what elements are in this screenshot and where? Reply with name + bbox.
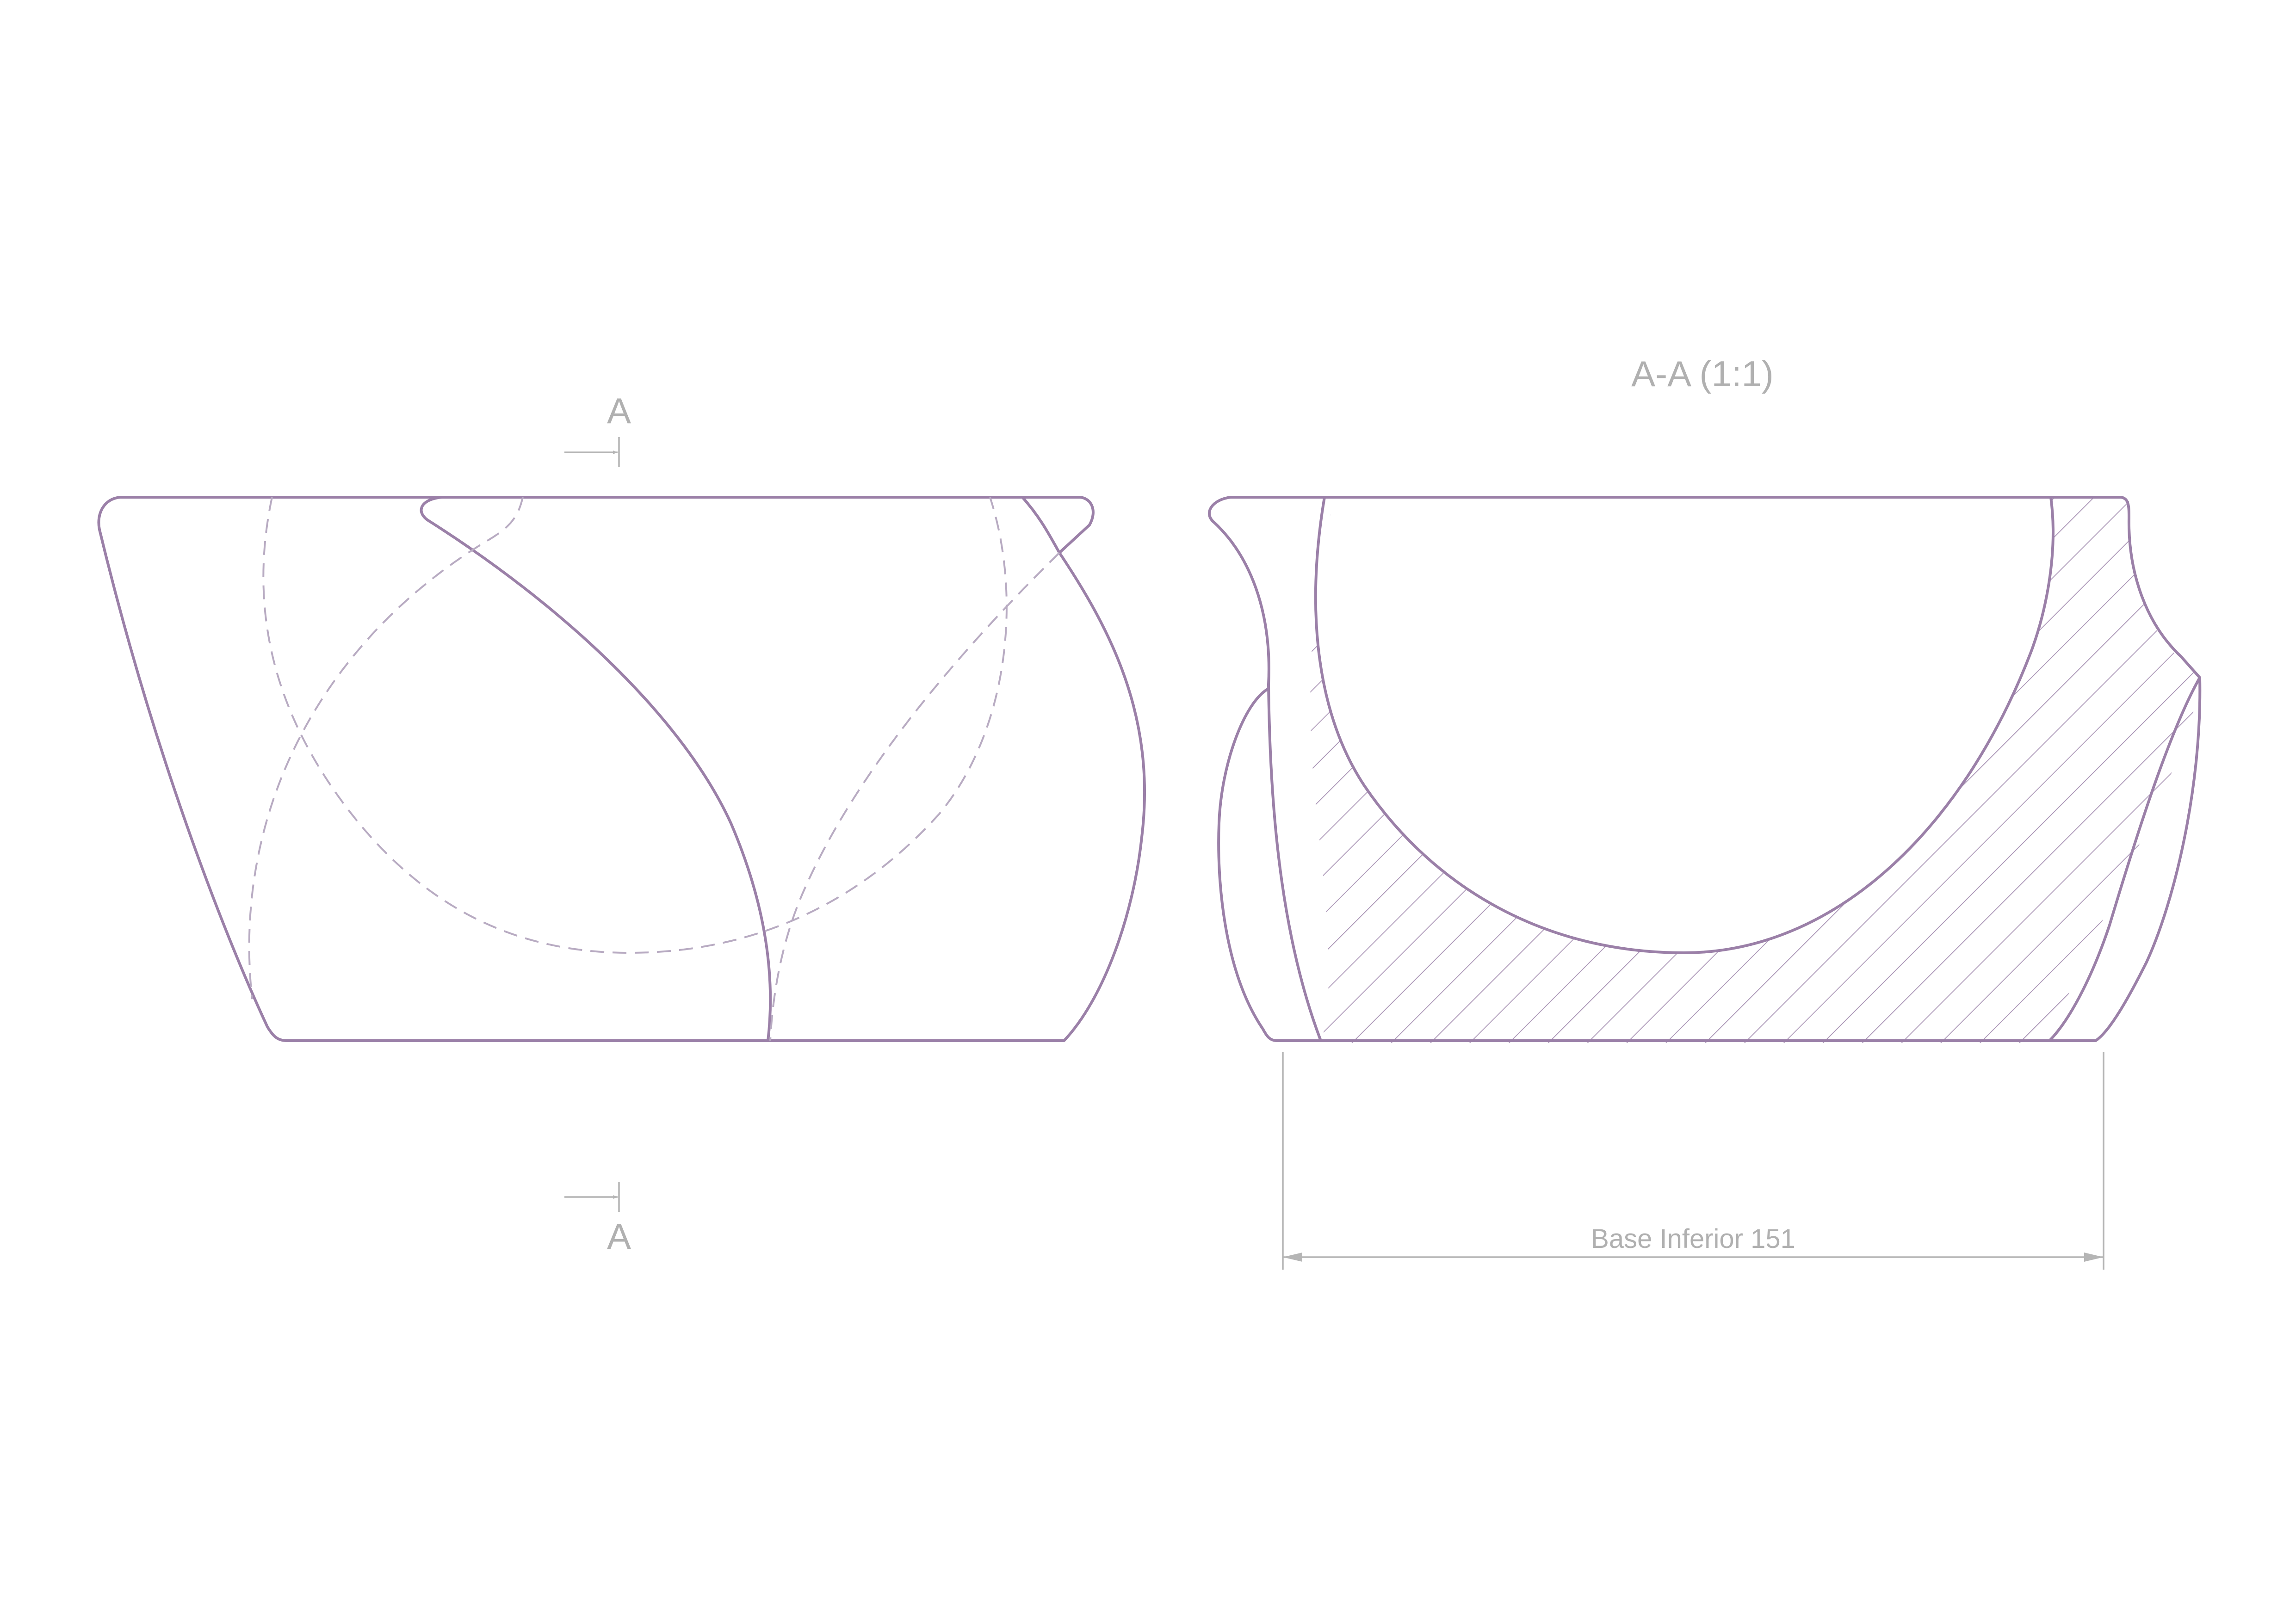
hidden-right-sweep-line	[769, 552, 1060, 1041]
dimension-arrow-right	[2084, 1253, 2104, 1262]
hidden-inner-bowl-arc	[262, 497, 1008, 954]
hidden-left-sweep-line	[248, 497, 524, 1000]
section-outer-outline	[1217, 496, 2202, 1042]
dimension-base-inferior: Base Inferior 151	[1282, 1052, 2104, 1270]
section-bowl-cavity	[1314, 496, 2055, 954]
front-view-inner-wave-curve	[420, 496, 772, 1042]
front-view: A A	[97, 390, 1146, 1257]
section-hatched-material	[1310, 497, 2200, 1043]
front-view-hidden-lines	[248, 497, 1060, 1041]
section-marker-top: A	[564, 390, 631, 467]
section-view: A-A (1:1) Base Inferior 151	[1208, 353, 2202, 1270]
dimension-arrow-left	[1283, 1253, 1302, 1262]
section-cavity-mask	[1315, 497, 2053, 953]
section-inner-right-wall	[2048, 676, 2201, 1042]
section-left-lip	[1208, 496, 1270, 686]
section-marker-bottom-label: A	[607, 1216, 631, 1257]
section-marker-top-label: A	[607, 390, 631, 431]
section-marker-bottom: A	[564, 1182, 631, 1257]
section-view-title: A-A (1:1)	[1631, 353, 1774, 394]
section-inner-left-wall	[1267, 683, 1322, 1042]
dimension-label: Base Inferior 151	[1591, 1224, 1795, 1254]
front-view-spout-curve	[1021, 496, 1061, 554]
front-view-outer-outline	[97, 496, 1146, 1042]
